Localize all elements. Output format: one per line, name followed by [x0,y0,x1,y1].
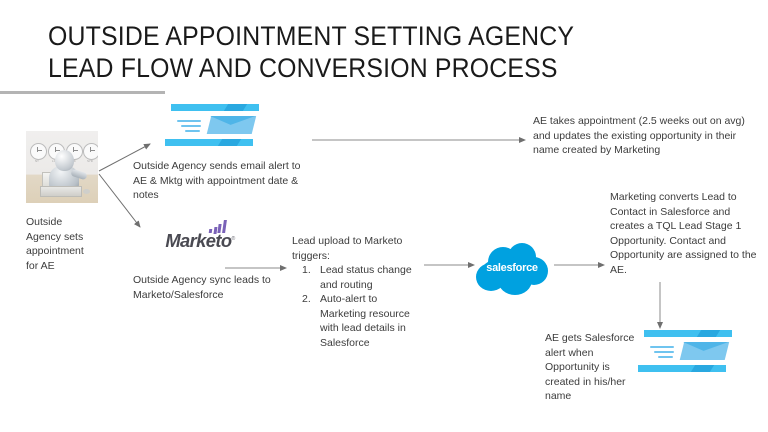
agency-person-caption: Outside Agency sets appointment for AE [26,216,84,272]
marketo-logo: Marketo® [165,220,235,252]
email-alert-caption: Outside Agency sends email alert to AE &… [133,160,301,202]
ae-appointment-text: AE takes appointment (2.5 weeks out on a… [533,115,745,157]
list-item-number: 2. [302,293,311,306]
page-title: OUTSIDE APPOINTMENT SETTING AGENCY LEAD … [48,21,575,83]
agency-person-image: NY LON TOK SYD [26,131,98,203]
salesforce-logo-text: salesforce [486,262,538,274]
envelope-top-bar [644,330,732,337]
marketo-trademark: ® [231,236,235,242]
email-alert-icon-top [165,104,265,146]
salesforce-logo: salesforce [474,243,550,296]
flying-envelope-icon [648,338,732,364]
marketing-converts-text: Marketing converts Lead to Contact in Sa… [610,191,757,276]
triggers-list: 1. Lead status change and routing 2. Aut… [292,263,447,351]
envelope-top-bar [171,104,259,111]
list-item-text: Lead status change and routing [320,264,412,291]
marketo-bars-icon [208,220,231,233]
list-item: 2. Auto-alert to Marketing resource with… [292,292,447,350]
envelope-bottom-bar [165,139,253,146]
flying-envelope-icon [175,112,259,138]
title-divider [0,91,165,94]
marketo-caption: Outside Agency sync leads to Marketo/Sal… [133,274,271,301]
triggers-heading: Lead upload to Marketo triggers: [292,235,403,262]
envelope-bottom-bar [638,365,726,372]
marketo-logo-text: Marketo [165,231,232,251]
ae-alert-text: AE gets Salesforce alert when Opportunit… [545,332,635,403]
list-item: 1. Lead status change and routing [292,263,447,292]
list-item-text: Auto-alert to Marketing resource with le… [320,293,410,349]
email-alert-icon-bottom [638,330,738,372]
list-item-number: 1. [302,264,311,276]
marketo-wordmark: Marketo® [165,231,235,252]
